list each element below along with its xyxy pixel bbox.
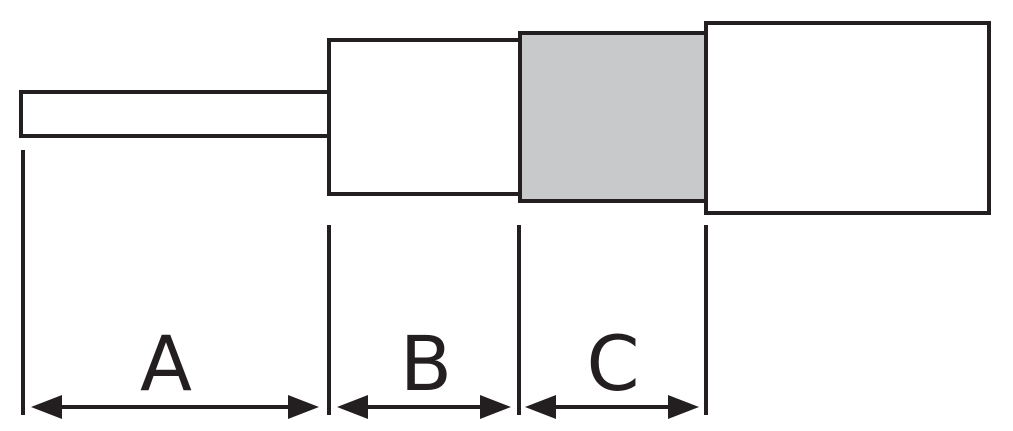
dimension-a-arrow-right <box>288 395 319 419</box>
dimension-c-label: C <box>586 319 639 408</box>
dimension-c-arrow-left <box>525 395 556 419</box>
dielectric-segment <box>327 38 522 196</box>
dimension-b-arrow-right <box>480 395 511 419</box>
shield-segment <box>518 31 708 203</box>
dimension-b-arrow-left <box>337 395 368 419</box>
dimension-a: A <box>31 319 319 419</box>
dimension-a-label: A <box>140 319 192 408</box>
dimension-a-arrow-left <box>31 395 62 419</box>
dimension-c-arrow-right <box>668 395 699 419</box>
jacket-segment <box>704 21 991 215</box>
dimension-b-label: B <box>400 319 452 408</box>
dimension-c: C <box>525 319 699 419</box>
dimension-b: B <box>337 319 511 419</box>
center-conductor-segment <box>19 90 331 138</box>
